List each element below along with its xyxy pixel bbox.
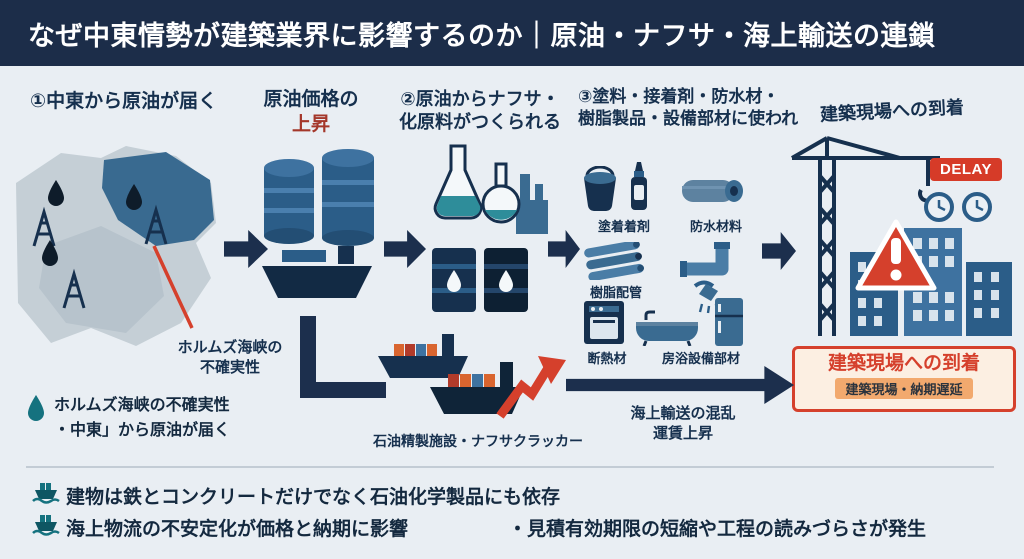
step5-label: 建築現場への到着 xyxy=(819,97,965,125)
flow-arrow-3 xyxy=(548,230,580,268)
footer-bullet-2-right: ・見積有効期限の短縮や工程の読みづらさが発生 xyxy=(508,519,927,540)
step4-line2: 樹脂製品・設備部材に使われ xyxy=(578,109,799,129)
footer-divider xyxy=(26,466,994,468)
warning-triangle-icon xyxy=(855,219,937,291)
product-label-waterproof: 防水材料 xyxy=(689,219,742,234)
flask-icon xyxy=(433,144,521,224)
storage-tanks-icon xyxy=(262,149,374,298)
clock-icon xyxy=(924,192,992,222)
side-note-text: ホルムズ海峡の不確実性 ・中東」から原油が届く xyxy=(54,394,230,444)
price-spike-arrow-icon xyxy=(496,356,566,419)
bullet-ship-icon xyxy=(32,483,60,504)
fridge-icon xyxy=(715,298,743,346)
waterproof-roll-icon xyxy=(682,180,743,202)
shipping-line1: 海上輸送の混乱 xyxy=(630,405,736,422)
products-grid: 塗着着剤 防水材料 樹脂配管 xyxy=(578,150,774,374)
refinery-label: 石油精製施設・ナフサクラッカー xyxy=(373,433,583,449)
branch-connector-vertical xyxy=(300,316,316,398)
resin-pipes-icon xyxy=(584,242,645,280)
strait-pointer-line xyxy=(152,245,194,329)
pipe-elbow-icon xyxy=(680,242,730,277)
crane-icon xyxy=(791,136,940,336)
strait-note: ホルムズ海峡の 不確実性 xyxy=(150,338,310,377)
shipping-label: 海上輸送の混乱 運賃上昇 xyxy=(608,404,758,443)
step2-line2: 上昇 xyxy=(291,113,330,135)
naphtha-process-icon xyxy=(432,144,548,312)
product-label-resin-pipes: 樹脂配管 xyxy=(589,285,642,300)
flow-arrow-2 xyxy=(384,230,426,268)
glue-bottle-icon xyxy=(631,162,647,210)
step3-line1: ②原油からナフサ・ xyxy=(400,89,560,109)
header-bar: なぜ中東情勢が建築業界に影響するのか｜原油・ナフサ・海上輸送の連鎖 xyxy=(0,0,1024,66)
step2-line1: 原油価格の xyxy=(263,89,359,110)
side-note-line2: ・中東」から原油が届く xyxy=(54,421,231,439)
delay-badge: DELAY xyxy=(930,158,1002,181)
step2-label: 原油価格の 上昇 xyxy=(246,88,376,137)
stove-icon xyxy=(584,301,624,344)
footer-bullet-1: 建物は鉄とコンクリートだけでなく石油化学製品にも依存 xyxy=(66,487,561,508)
shipping-line2: 運賃上昇 xyxy=(652,424,713,442)
strait-note-line1: ホルムズ海峡の xyxy=(177,339,283,356)
factory-icon xyxy=(516,174,548,234)
cargo-ships-icon xyxy=(378,334,566,419)
bullet-ship-icon xyxy=(32,515,60,536)
middle-east-map xyxy=(16,146,216,346)
arrival-title: 建築現場への到着 xyxy=(827,353,980,374)
step3-label: ②原油からナフサ・ 化原料がつくられる xyxy=(380,88,580,135)
footer-bullet-2: 海上物流の不安定化が価格と納期に影響 xyxy=(66,519,409,540)
step4-label: ③塗料・接着剤・防水材・ 樹脂製品・設備部材に使われ xyxy=(578,86,830,130)
product-label-bath: 房浴設備部材 xyxy=(661,351,740,366)
tanker-ship-icon xyxy=(262,246,372,298)
page-title: なぜ中東情勢が建築業界に影響するのか｜原油・ナフサ・海上輸送の連鎖 xyxy=(28,20,936,51)
arrival-box: 建築現場への到着 建築現場・納期遅延 xyxy=(792,346,1016,412)
oil-barrel-icon xyxy=(432,248,528,312)
paint-bucket-icon xyxy=(584,166,616,212)
strait-side-note: ホルムズ海峡の不確実性 ・中東」から原油が届く xyxy=(26,394,230,444)
construction-site xyxy=(791,136,1012,336)
bathtub-icon xyxy=(636,310,698,346)
droplet-icon xyxy=(28,395,44,421)
branch-connector-horizontal xyxy=(300,382,386,398)
step1-label: ①中東から原油が届く xyxy=(30,91,218,112)
step3-line2: 化原料がつくられる xyxy=(399,112,561,133)
product-label-paint-adhesive: 塗着着剤 xyxy=(597,219,650,234)
product-label-insulation: 断熱材 xyxy=(587,351,627,366)
step4-line1: ③塗料・接着剤・防水材・ xyxy=(578,87,780,106)
arrival-subtitle: 建築現場・納期遅延 xyxy=(835,377,973,399)
oil-drop-icon xyxy=(42,180,142,266)
oil-derrick-icon xyxy=(32,204,168,309)
side-note-line1: ホルムズ海峡の不確実性 xyxy=(54,397,230,414)
strait-note-line2: 不確実性 xyxy=(199,358,260,376)
